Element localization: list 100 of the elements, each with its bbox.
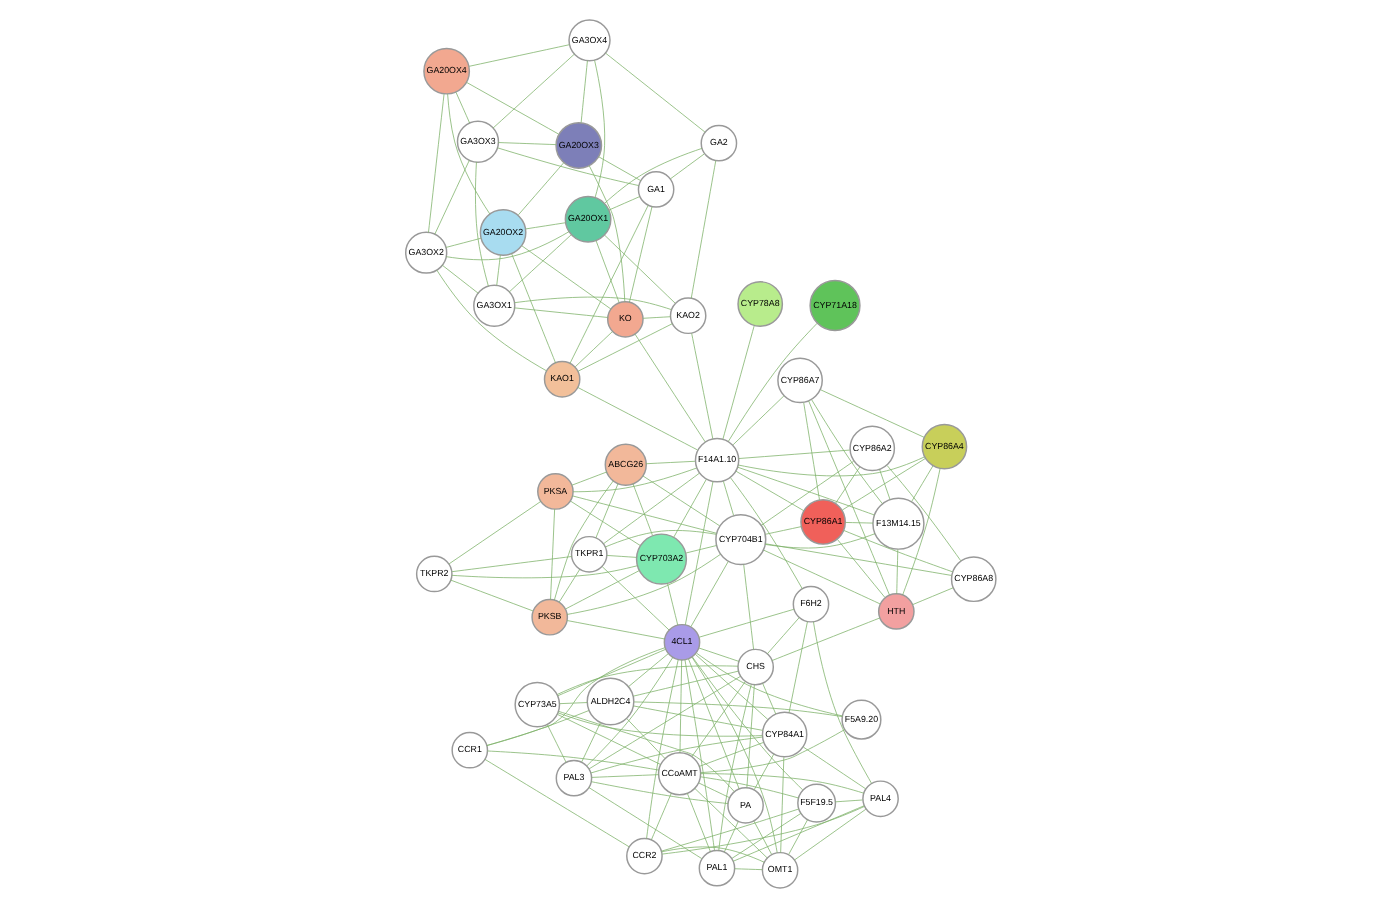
connector bbox=[556, 712, 762, 737]
connector bbox=[759, 460, 853, 526]
connector bbox=[549, 508, 554, 600]
connector bbox=[580, 722, 600, 763]
connector bbox=[556, 714, 660, 765]
connector bbox=[699, 729, 845, 774]
connector bbox=[450, 556, 572, 573]
connector bbox=[553, 480, 613, 601]
connector bbox=[565, 620, 664, 640]
connector bbox=[683, 481, 713, 626]
connector bbox=[558, 702, 587, 705]
connector bbox=[446, 93, 490, 215]
connector bbox=[699, 773, 864, 794]
connector bbox=[568, 204, 648, 364]
connector bbox=[517, 162, 564, 216]
connector bbox=[684, 545, 716, 554]
connector bbox=[644, 460, 695, 465]
connector bbox=[695, 652, 842, 717]
connector bbox=[752, 820, 771, 855]
connector bbox=[427, 93, 444, 233]
connector bbox=[602, 472, 699, 545]
connector bbox=[603, 235, 675, 304]
connector bbox=[597, 156, 641, 181]
connector bbox=[697, 608, 794, 638]
connector bbox=[762, 549, 880, 605]
connector bbox=[604, 530, 716, 548]
connector bbox=[632, 701, 842, 717]
connector bbox=[491, 53, 574, 129]
connector bbox=[666, 583, 678, 626]
connector bbox=[678, 659, 682, 754]
connector bbox=[507, 234, 571, 293]
connector bbox=[722, 480, 733, 516]
connector bbox=[690, 333, 713, 439]
connector bbox=[660, 806, 864, 855]
connector bbox=[447, 501, 541, 565]
connector bbox=[697, 742, 763, 767]
connector bbox=[834, 466, 860, 504]
connector bbox=[495, 254, 500, 286]
connector bbox=[576, 387, 697, 451]
connector bbox=[444, 237, 481, 248]
connector bbox=[440, 264, 478, 294]
connector bbox=[632, 705, 762, 731]
connector bbox=[556, 648, 666, 697]
connector bbox=[834, 799, 862, 803]
connector bbox=[593, 59, 605, 198]
connector bbox=[717, 684, 751, 851]
connector bbox=[737, 449, 850, 459]
connector bbox=[690, 656, 777, 854]
connector bbox=[625, 718, 665, 759]
connector bbox=[691, 656, 803, 791]
connector bbox=[697, 647, 739, 662]
connector bbox=[689, 160, 716, 299]
connector bbox=[911, 587, 953, 605]
connector bbox=[450, 565, 637, 579]
connector bbox=[650, 792, 671, 841]
connector bbox=[810, 399, 882, 504]
connector bbox=[737, 456, 924, 477]
connector bbox=[793, 808, 866, 861]
connector bbox=[779, 756, 784, 853]
connector bbox=[683, 659, 714, 851]
connector bbox=[802, 402, 819, 501]
connector bbox=[764, 533, 875, 549]
connector bbox=[742, 564, 753, 650]
connector bbox=[697, 782, 729, 799]
connector bbox=[435, 269, 546, 372]
connector bbox=[590, 774, 659, 778]
connector bbox=[485, 710, 588, 746]
connector bbox=[764, 543, 951, 576]
connector bbox=[745, 684, 754, 788]
connector bbox=[690, 681, 745, 757]
connector bbox=[787, 819, 807, 855]
connector bbox=[444, 231, 569, 261]
connector bbox=[449, 579, 533, 612]
connector bbox=[807, 400, 889, 596]
connector bbox=[727, 322, 817, 442]
connector bbox=[513, 296, 671, 310]
connector bbox=[571, 467, 696, 493]
connector bbox=[545, 724, 566, 763]
connector bbox=[699, 776, 798, 799]
connector bbox=[573, 331, 612, 368]
connector bbox=[483, 759, 629, 848]
connector bbox=[723, 821, 738, 853]
connector bbox=[590, 781, 728, 804]
connector bbox=[594, 483, 618, 539]
connector bbox=[496, 147, 638, 186]
connector bbox=[721, 325, 754, 440]
connector bbox=[557, 569, 580, 603]
connector bbox=[878, 469, 890, 500]
connector bbox=[433, 160, 469, 235]
connector bbox=[885, 465, 961, 561]
connector bbox=[628, 206, 652, 303]
connector bbox=[607, 196, 640, 211]
connector bbox=[641, 475, 719, 527]
connector bbox=[524, 222, 565, 230]
connector bbox=[668, 153, 704, 180]
connector bbox=[641, 316, 670, 319]
connector bbox=[819, 389, 924, 438]
connector bbox=[730, 813, 801, 859]
connector bbox=[729, 477, 802, 590]
connector bbox=[631, 483, 652, 536]
